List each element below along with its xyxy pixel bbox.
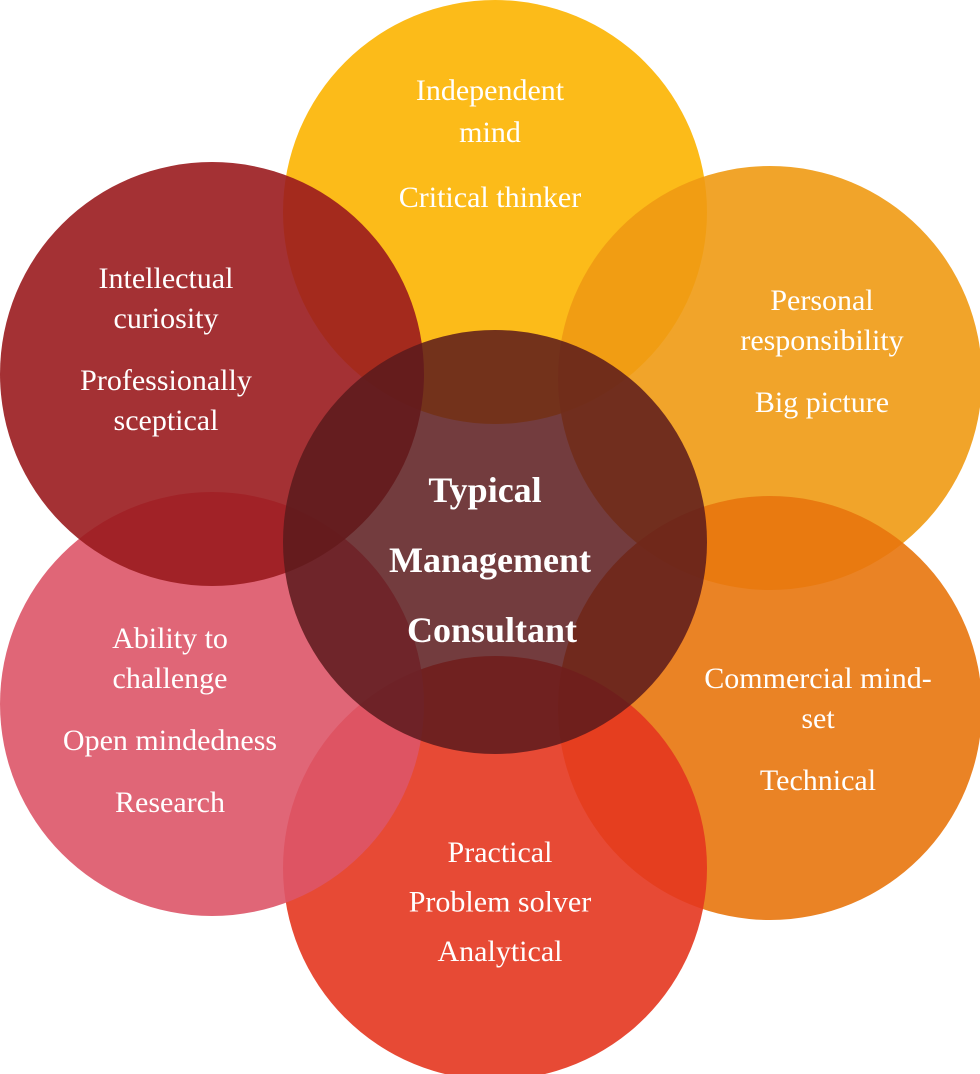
petal-label-lower-right-line-0: Commercial mind- [704, 662, 931, 695]
center-title-line-1: Typical [428, 470, 541, 510]
petal-label-top-line-1: mind [459, 116, 521, 149]
petal-label-top-line-3: Critical thinker [399, 181, 581, 214]
petal-label-upper-left-line-0: Intellectual [99, 262, 234, 295]
petal-label-top-line-0: Independent [416, 74, 565, 107]
center-circle [283, 330, 707, 754]
petal-label-bottom-line-2: Problem solver [409, 886, 591, 919]
center-title-line-3: Consultant [407, 610, 577, 650]
petal-label-upper-left-line-3: Professionally [80, 364, 252, 397]
petal-label-upper-right-line-3: Big picture [755, 386, 889, 419]
petal-label-lower-right-line-3: Technical [760, 764, 876, 797]
petal-label-lower-right-line-1: set [801, 702, 835, 735]
petal-label-upper-left-line-4: sceptical [114, 404, 219, 437]
petal-label-upper-left-line-1: curiosity [114, 302, 219, 335]
petal-label-bottom-line-4: Analytical [438, 935, 563, 968]
petal-label-upper-right-line-1: responsibility [740, 324, 903, 357]
petal-overlaps [283, 330, 707, 754]
center-title-line-2: Management [389, 540, 591, 580]
petal-label-upper-right-line-0: Personal [770, 284, 873, 317]
petal-label-lower-left-line-1: challenge [113, 662, 228, 695]
petal-label-lower-left-line-5: Research [115, 786, 225, 819]
petal-label-lower-left-line-0: Ability to [112, 622, 228, 655]
petal-label-lower-left-line-3: Open mindedness [63, 724, 277, 757]
petal-label-bottom-line-0: Practical [448, 836, 553, 869]
